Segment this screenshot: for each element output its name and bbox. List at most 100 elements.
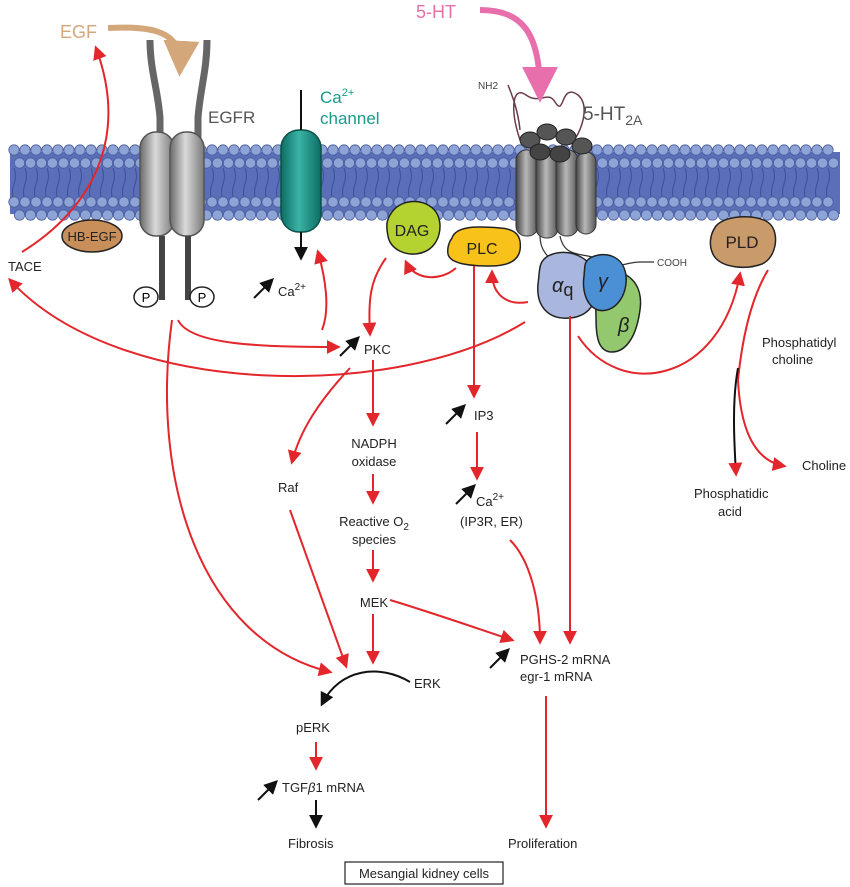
lipid-head — [640, 209, 653, 221]
lipid-head — [591, 144, 603, 156]
fibrosis-label: Fibrosis — [288, 836, 334, 851]
lipid-head — [486, 209, 499, 221]
erk-label: ERK — [414, 676, 441, 691]
lipid-head — [607, 209, 620, 221]
lipid-head — [673, 209, 686, 221]
lipid-head — [706, 209, 719, 221]
arrow-egfr-to-erk — [166, 319, 333, 677]
lipid-head — [778, 144, 790, 156]
g-alpha-symbol: α — [552, 275, 564, 297]
lipid-head — [8, 144, 20, 156]
lipid-tail — [331, 167, 335, 201]
lipid-head — [46, 209, 59, 221]
ca-er-label: Ca2+ — [476, 492, 504, 509]
egfr-helix-right — [169, 131, 205, 237]
lipid-head — [52, 144, 64, 156]
lipid-head — [767, 196, 779, 208]
increase-arrow-mrna — [489, 648, 510, 669]
egfr-extracellular-right — [194, 39, 211, 140]
caption: Mesangial kidney cells — [344, 861, 504, 885]
lipid-head — [123, 157, 136, 169]
ip3-label: IP3 — [474, 408, 494, 423]
egf-ligand: EGF — [60, 22, 200, 77]
ros-label-line1: Reactive O2 — [339, 514, 409, 533]
lipid-head — [250, 144, 262, 156]
increase-arrow-tgf — [257, 780, 278, 801]
lipid-head — [690, 196, 702, 208]
lipid-head — [767, 144, 779, 156]
ht2a-top-1 — [519, 131, 541, 149]
lipid-head — [662, 209, 675, 221]
lipid-tail — [650, 167, 654, 201]
membrane-tails — [12, 167, 830, 201]
ca-channel-sup: 2+ — [342, 87, 355, 99]
lipid-head — [79, 209, 92, 221]
lipid-tail — [793, 167, 797, 201]
plc-shape — [447, 226, 522, 267]
increase-arrow-ca — [253, 278, 274, 299]
lipid-head — [453, 209, 466, 221]
lipid-head — [371, 196, 383, 208]
hb-egf: HB-EGF — [61, 219, 123, 253]
lipid-head — [618, 209, 631, 221]
g-alpha-sub: q — [563, 280, 573, 300]
lipid-head — [624, 196, 636, 208]
lipid-head — [712, 144, 724, 156]
arrow-pc-to-phosphatidic — [728, 367, 743, 477]
lipid-head — [250, 196, 262, 208]
ht2a-helix-2 — [535, 147, 559, 239]
arrow-raf-to-erk — [289, 509, 349, 669]
lipid-head — [695, 157, 708, 169]
lipid-head — [68, 157, 81, 169]
ht2a-label: 5-HT2A — [583, 104, 643, 128]
g-alpha-label: αq — [552, 275, 573, 300]
lipid-head — [794, 157, 807, 169]
ht2a-n-terminus — [507, 84, 521, 131]
lipid-head — [481, 196, 493, 208]
lipid-head — [459, 196, 471, 208]
lipid-head — [393, 144, 405, 156]
lipid-head — [96, 196, 108, 208]
lipid-tail — [694, 167, 698, 201]
egfr-receptor: P P EGFR — [133, 39, 255, 308]
ht2a-top-4 — [571, 137, 593, 155]
lipid-tail — [804, 167, 808, 201]
lipid-tail — [463, 167, 467, 201]
ht2a-sub: 2A — [625, 112, 643, 128]
dag-label: DAG — [395, 223, 430, 240]
lipid-head — [343, 157, 356, 169]
phosphatidylcholine-line2: choline — [772, 352, 813, 367]
lipid-head — [756, 196, 768, 208]
lipid-head — [255, 157, 268, 169]
lipid-head — [376, 157, 389, 169]
lipid-head — [453, 157, 466, 169]
lipid-head — [24, 157, 37, 169]
lipid-tail — [221, 167, 225, 201]
lipid-head — [464, 157, 477, 169]
lipid-head — [239, 144, 251, 156]
lipid-head — [85, 144, 97, 156]
lipid-head — [448, 196, 460, 208]
ca-channel-prefix: Ca — [320, 88, 342, 107]
lipid-head — [101, 157, 114, 169]
lipid-tail — [342, 167, 346, 201]
lipid-tail — [507, 167, 511, 201]
lipid-head — [354, 157, 367, 169]
lipid-head — [349, 144, 361, 156]
lipid-head — [668, 196, 680, 208]
lipid-head — [475, 209, 488, 221]
pathway-arrows — [8, 45, 787, 829]
lipid-head — [382, 196, 394, 208]
lipid-head — [805, 157, 818, 169]
lipid-head — [387, 157, 400, 169]
lipid-head — [734, 196, 746, 208]
lipid-head — [244, 209, 257, 221]
phospho-left-label: P — [142, 290, 151, 305]
lipid-head — [717, 157, 730, 169]
lipid-head — [602, 196, 614, 208]
phosphatidic-line2: acid — [718, 504, 742, 519]
arrow-plc-to-dag — [404, 259, 457, 279]
phospho-site-right — [189, 286, 215, 308]
lipid-head — [118, 196, 130, 208]
lipid-head — [41, 144, 53, 156]
